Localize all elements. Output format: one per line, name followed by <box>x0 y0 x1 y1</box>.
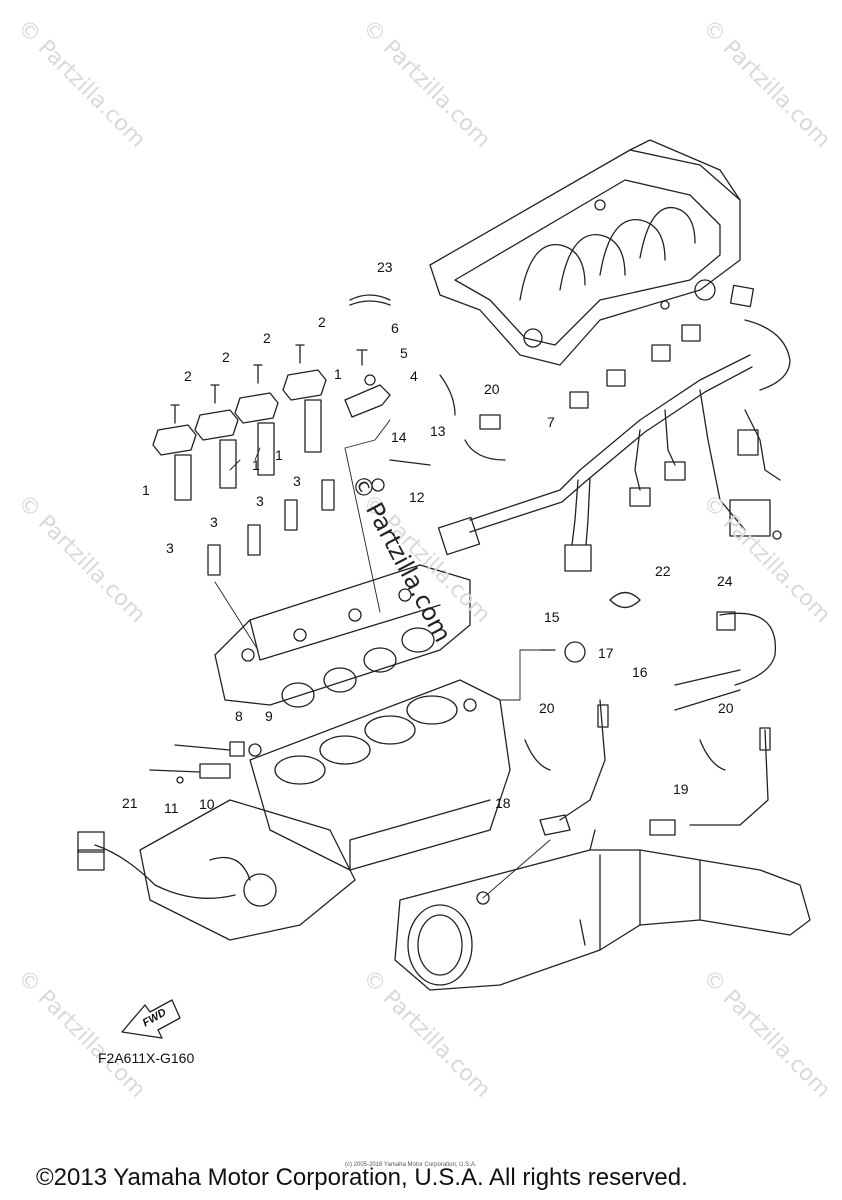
callout-15: 15 <box>544 609 560 625</box>
callout-2: 2 <box>263 330 271 346</box>
callout-12: 12 <box>409 489 425 505</box>
small-parts <box>77 294 776 899</box>
callout-20: 20 <box>484 381 500 397</box>
callout-18: 18 <box>495 795 511 811</box>
callout-22: 22 <box>655 563 671 579</box>
callout-19: 19 <box>673 781 689 797</box>
cylinder-head <box>214 564 471 708</box>
callout-14: 14 <box>391 429 407 445</box>
exhaust-pipe <box>394 829 811 991</box>
callout-2: 2 <box>184 368 192 384</box>
callout-10: 10 <box>199 796 215 812</box>
fwd-arrow-icon <box>121 999 181 1039</box>
callout-3: 3 <box>210 514 218 530</box>
callout-1: 1 <box>275 447 283 463</box>
callout-9: 9 <box>265 708 273 724</box>
callout-1: 1 <box>252 457 260 473</box>
callout-24: 24 <box>717 573 733 589</box>
intake-manifold <box>429 139 741 366</box>
callout-1: 1 <box>334 366 342 382</box>
callout-5: 5 <box>400 345 408 361</box>
callout-2: 2 <box>222 349 230 365</box>
callout-17: 17 <box>598 645 614 661</box>
crankcase <box>139 799 356 941</box>
callout-20: 20 <box>718 700 734 716</box>
copyright-footer: ©2013 Yamaha Motor Corporation, U.S.A. A… <box>36 1164 688 1191</box>
callout-16: 16 <box>632 664 648 680</box>
leader-lines <box>214 419 551 899</box>
callout-23: 23 <box>377 259 393 275</box>
callout-21: 21 <box>122 795 138 811</box>
callout-7: 7 <box>547 414 555 430</box>
callout-3: 3 <box>256 493 264 509</box>
callout-1: 1 <box>142 482 150 498</box>
diagram-code: F2A611X-G160 <box>98 1050 195 1066</box>
callout-6: 6 <box>391 320 399 336</box>
cylinder-block <box>249 679 511 871</box>
callout-13: 13 <box>430 423 446 439</box>
wiring-harness <box>437 284 791 572</box>
callout-20: 20 <box>539 700 555 716</box>
callout-3: 3 <box>293 473 301 489</box>
coil-bolts <box>170 344 305 424</box>
callout-8: 8 <box>235 708 243 724</box>
spark-plugs <box>207 479 335 576</box>
tiny-copyright: (c) 2005-2016 Yamaha Motor Corporation, … <box>345 1162 477 1168</box>
callout-2: 2 <box>318 314 326 330</box>
callout-11: 11 <box>164 800 179 816</box>
callout-4: 4 <box>410 368 418 384</box>
callout-3: 3 <box>166 540 174 556</box>
